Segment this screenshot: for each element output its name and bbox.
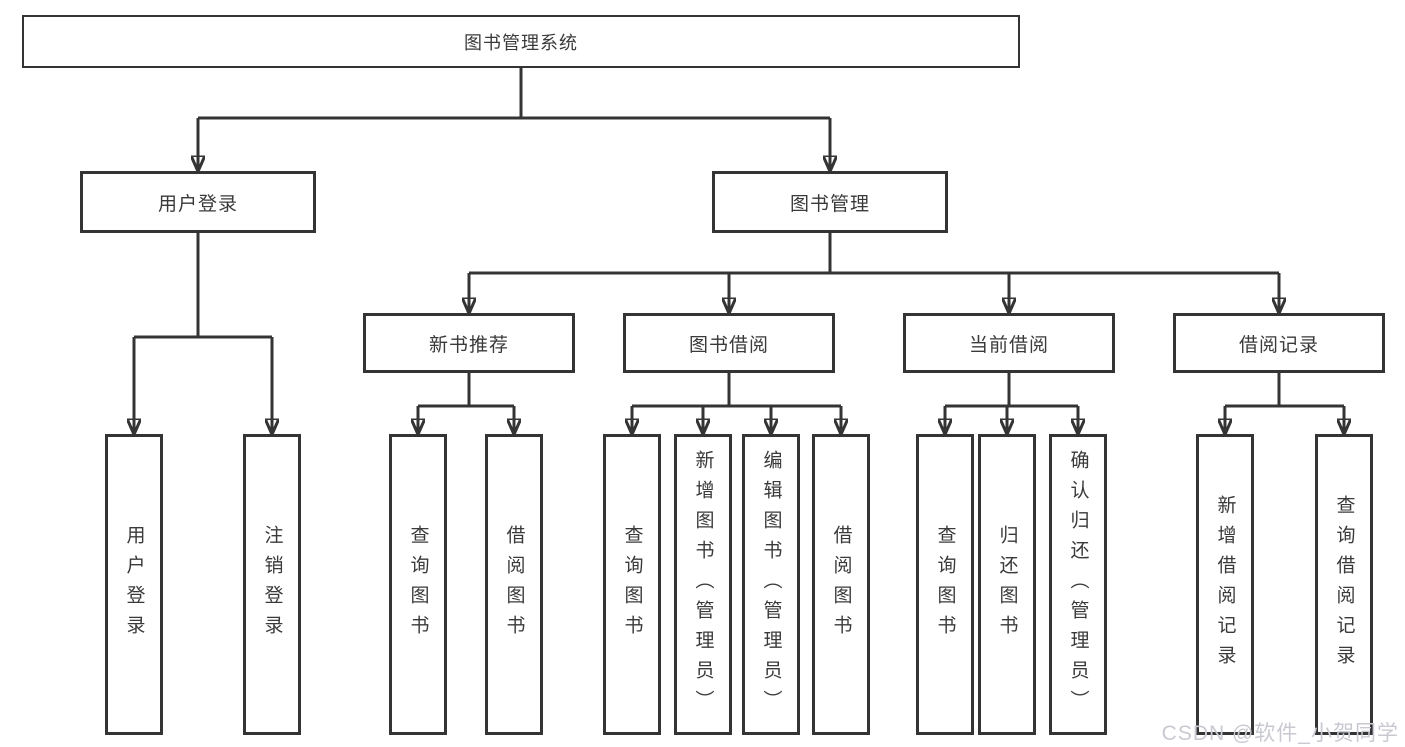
node-borrow-records: 借阅记录 <box>1173 313 1385 373</box>
node-current-borrow: 当前借阅 <box>903 313 1115 373</box>
leaf-query-borrow-record: 查询借阅记录 <box>1315 434 1373 735</box>
leaf-add-borrow-record: 新增借阅记录 <box>1196 434 1254 735</box>
leaf-borrow-books-recommend: 借阅图书 <box>485 434 543 735</box>
leaf-query-books-borrow: 查询图书 <box>603 434 661 735</box>
leaf-confirm-return-admin: 确认归还（管理员） <box>1049 434 1107 735</box>
node-book-borrow: 图书借阅 <box>623 313 835 373</box>
leaf-logout: 注销登录 <box>243 434 301 735</box>
leaf-borrow-books: 借阅图书 <box>812 434 870 735</box>
leaf-add-book-admin: 新增图书（管理员） <box>674 434 732 735</box>
node-book-management: 图书管理 <box>712 171 948 233</box>
leaf-user-login: 用户登录 <box>105 434 163 735</box>
leaf-edit-book-admin: 编辑图书（管理员） <box>742 434 800 735</box>
node-new-book-recommend: 新书推荐 <box>363 313 575 373</box>
leaf-query-books-recommend: 查询图书 <box>389 434 447 735</box>
node-library-system: 图书管理系统 <box>22 15 1020 68</box>
node-user-login: 用户登录 <box>80 171 316 233</box>
leaf-return-books: 归还图书 <box>978 434 1036 735</box>
leaf-query-books-current: 查询图书 <box>916 434 974 735</box>
